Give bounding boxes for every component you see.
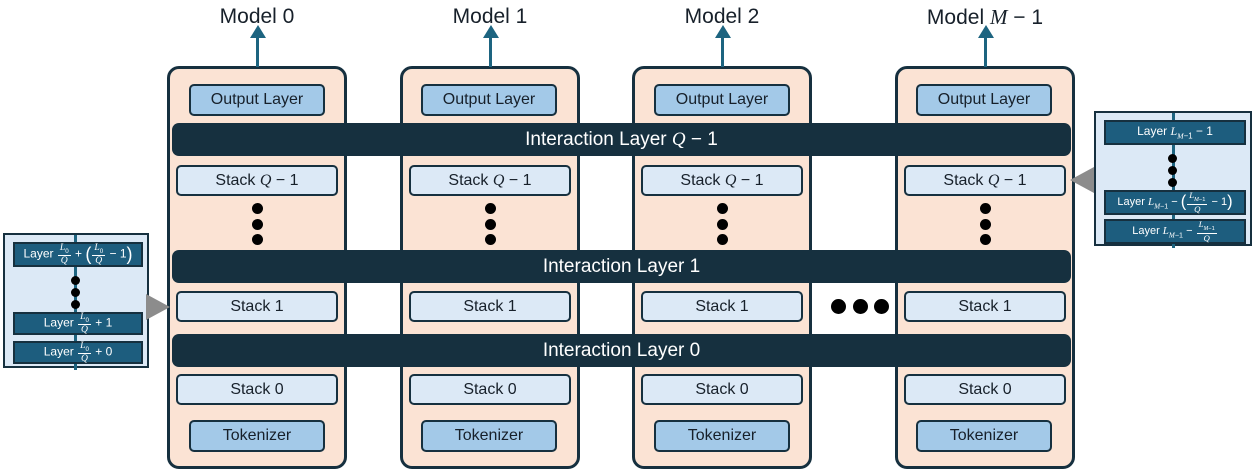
vertical-ellipsis-0 xyxy=(251,203,264,245)
stack-q-minus-1-box-0[interactable]: Stack Q − 1 xyxy=(176,165,338,196)
tokenizer-box-0[interactable]: Tokenizer xyxy=(189,420,325,452)
stack-q-minus-1-box-1[interactable]: Stack Q − 1 xyxy=(409,165,571,196)
interaction-layer-1[interactable]: Interaction Layer 1 xyxy=(172,250,1071,283)
callout-right-pointer-icon xyxy=(1070,167,1094,193)
model-title-2: Model 2 xyxy=(684,5,760,28)
output-arrow-stem-0 xyxy=(256,33,259,67)
output-layer-box-1[interactable]: Output Layer xyxy=(421,84,557,116)
model-title-0: Model 0 xyxy=(219,5,295,28)
output-layer-box-0[interactable]: Output Layer xyxy=(189,84,325,116)
interaction-layer-q-minus-1-label: Interaction Layer Q − 1 xyxy=(525,128,718,150)
stack-1-box-2[interactable]: Stack 1 xyxy=(641,291,803,322)
output-arrow-stem-3 xyxy=(984,33,987,67)
output-arrow-stem-1 xyxy=(489,33,492,67)
tokenizer-box-3[interactable]: Tokenizer xyxy=(916,420,1052,452)
model-title-1: Model 1 xyxy=(452,5,528,28)
output-arrow-stem-2 xyxy=(721,33,724,67)
stack-1-box-3[interactable]: Stack 1 xyxy=(904,291,1066,322)
output-arrow-head-0 xyxy=(249,25,266,38)
stack-0-box-0[interactable]: Stack 0 xyxy=(176,374,338,405)
horizontal-ellipsis-models xyxy=(831,292,889,320)
output-layer-box-2[interactable]: Output Layer xyxy=(654,84,790,116)
vertical-ellipsis-3 xyxy=(979,203,992,245)
stack-1-box-0[interactable]: Stack 1 xyxy=(176,291,338,322)
interaction-layer-0[interactable]: Interaction Layer 0 xyxy=(172,334,1071,367)
stack-0-box-3[interactable]: Stack 0 xyxy=(904,374,1066,405)
model-title-3: Model M − 1 xyxy=(926,5,1044,29)
callout-left-ellipsis xyxy=(70,276,81,309)
output-arrow-head-1 xyxy=(482,25,499,38)
tokenizer-box-2[interactable]: Tokenizer xyxy=(654,420,790,452)
tokenizer-box-1[interactable]: Tokenizer xyxy=(421,420,557,452)
stack-0-box-2[interactable]: Stack 0 xyxy=(641,374,803,405)
callout-left-pointer-icon xyxy=(146,294,170,320)
vertical-ellipsis-1 xyxy=(484,203,497,245)
stack-0-box-1[interactable]: Stack 0 xyxy=(409,374,571,405)
callout-right-layer-top[interactable]: Layer LM−1 − 1 xyxy=(1104,120,1246,145)
stack-q-minus-1-box-2[interactable]: Stack Q − 1 xyxy=(641,165,803,196)
stack-1-box-1[interactable]: Stack 1 xyxy=(409,291,571,322)
vertical-ellipsis-2 xyxy=(716,203,729,245)
callout-right-ellipsis xyxy=(1167,154,1178,187)
stack-q-minus-1-box-3[interactable]: Stack Q − 1 xyxy=(904,165,1066,196)
output-layer-box-3[interactable]: Output Layer xyxy=(916,84,1052,116)
output-arrow-head-3 xyxy=(977,25,994,38)
interaction-layer-q-minus-1[interactable]: Interaction Layer Q − 1 xyxy=(172,123,1071,156)
output-arrow-head-2 xyxy=(714,25,731,38)
